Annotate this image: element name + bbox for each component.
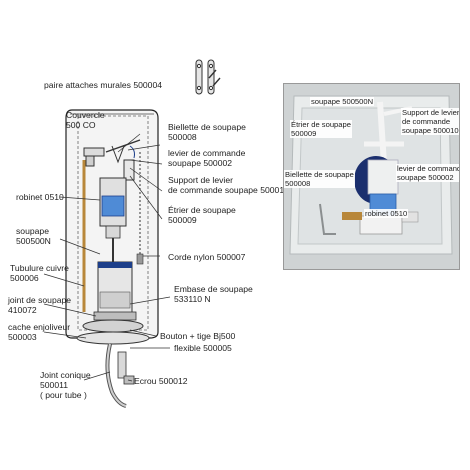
label-valve: soupape 500500N	[16, 226, 51, 246]
label-lever-support: Support de levier de commande soupape 50…	[168, 175, 289, 195]
label-trim-cover: cache enjoliveur 500003	[8, 322, 71, 342]
label-control-lever: levier de commande soupape 500002	[168, 148, 246, 168]
screws-drawing	[208, 69, 221, 87]
label-valve-stirrup: Étrier de soupape 500009	[168, 205, 236, 225]
label-copper-tube: Tubulure cuivre 500006	[10, 263, 69, 283]
leader-lines	[43, 133, 171, 382]
photo-label-control-lever: levier de commande soupape 500002	[396, 164, 459, 182]
label-valve-base: Embase de soupape 533110 N	[174, 284, 253, 304]
tap-drawing	[99, 177, 127, 262]
label-cover: Couvercle 500 CO	[66, 110, 105, 130]
label-button-rod: Bouton + tige Bj500	[160, 331, 236, 341]
label-conical-joint: Joint conique 500011 ( pour tube )	[40, 370, 91, 400]
photo-label-lever-support: Support de levier de commande soupape 50…	[401, 108, 460, 135]
label-nut: Ecrou 500012	[134, 376, 188, 386]
tank-photo: soupape 500500N Support de levier de com…	[283, 83, 460, 270]
base-drawing	[76, 319, 150, 345]
label-flexible: flexible 500005	[174, 343, 232, 353]
photo-label-valve: soupape 500500N	[310, 97, 375, 106]
lever-mechanism-drawing	[83, 139, 141, 181]
label-nylon-cord: Corde nylon 500007	[168, 252, 246, 262]
valve-drawing	[93, 261, 137, 321]
label-valve-gasket: joint de soupape 410072	[8, 295, 72, 315]
photo-label-valve-stirrup: Étrier de soupape 500009	[290, 120, 352, 138]
wall-brackets-drawing	[195, 59, 215, 95]
photo-label-tap: robinet 0510	[364, 209, 409, 218]
label-valve-link: Biellette de soupape 500008	[168, 122, 246, 142]
label-wall-brackets: paire attaches murales 500004	[44, 80, 163, 90]
flexible-drawing	[105, 343, 135, 408]
photo-label-valve-link: Biellette de soupape 500008	[284, 170, 355, 188]
nylon-cord-weight	[136, 253, 144, 265]
label-tap: robinet 0510	[16, 192, 64, 202]
